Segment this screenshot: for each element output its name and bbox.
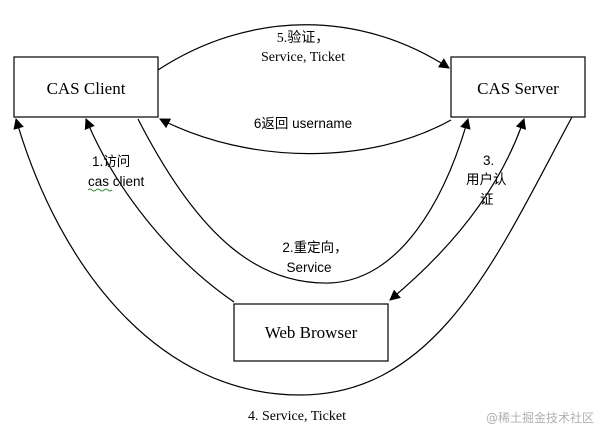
watermark: @稀土掘金技术社区 bbox=[486, 410, 594, 425]
edge-6-label: 6返回 username bbox=[254, 116, 352, 131]
node-cas-server: CAS Server bbox=[450, 56, 586, 118]
edge-4-label: 4. Service, Ticket bbox=[248, 409, 346, 424]
spellcheck-underline bbox=[87, 188, 113, 192]
edge-2-label-line2: Service bbox=[286, 260, 331, 275]
edge-5-label-line2: Service, Ticket bbox=[261, 50, 345, 65]
edge-1-label-line2: cas client bbox=[88, 174, 145, 189]
node-cas-client-label: CAS Client bbox=[47, 79, 126, 98]
edge-3-label-line2: 用户认 bbox=[466, 171, 507, 187]
node-web-browser: Web Browser bbox=[233, 303, 389, 362]
node-web-browser-label: Web Browser bbox=[265, 323, 358, 342]
edge-3-label-line1: 3. bbox=[483, 153, 494, 168]
node-cas-client: CAS Client bbox=[13, 56, 159, 118]
edge-3-label-line3: 证 bbox=[480, 192, 494, 207]
edge-5-validate bbox=[157, 24, 450, 71]
edge-4-service-ticket bbox=[13, 116, 573, 396]
node-cas-server-label: CAS Server bbox=[477, 79, 559, 98]
edge-5-label-line1: 5.验证， bbox=[277, 30, 330, 46]
edge-1-label-line1: 1.访问 bbox=[92, 154, 130, 169]
edge-1-access bbox=[84, 118, 235, 303]
edge-3-user-auth bbox=[389, 117, 526, 301]
edge-2-redirect bbox=[137, 117, 471, 284]
edge-2-label-line1: 2.重定向， bbox=[282, 240, 347, 255]
